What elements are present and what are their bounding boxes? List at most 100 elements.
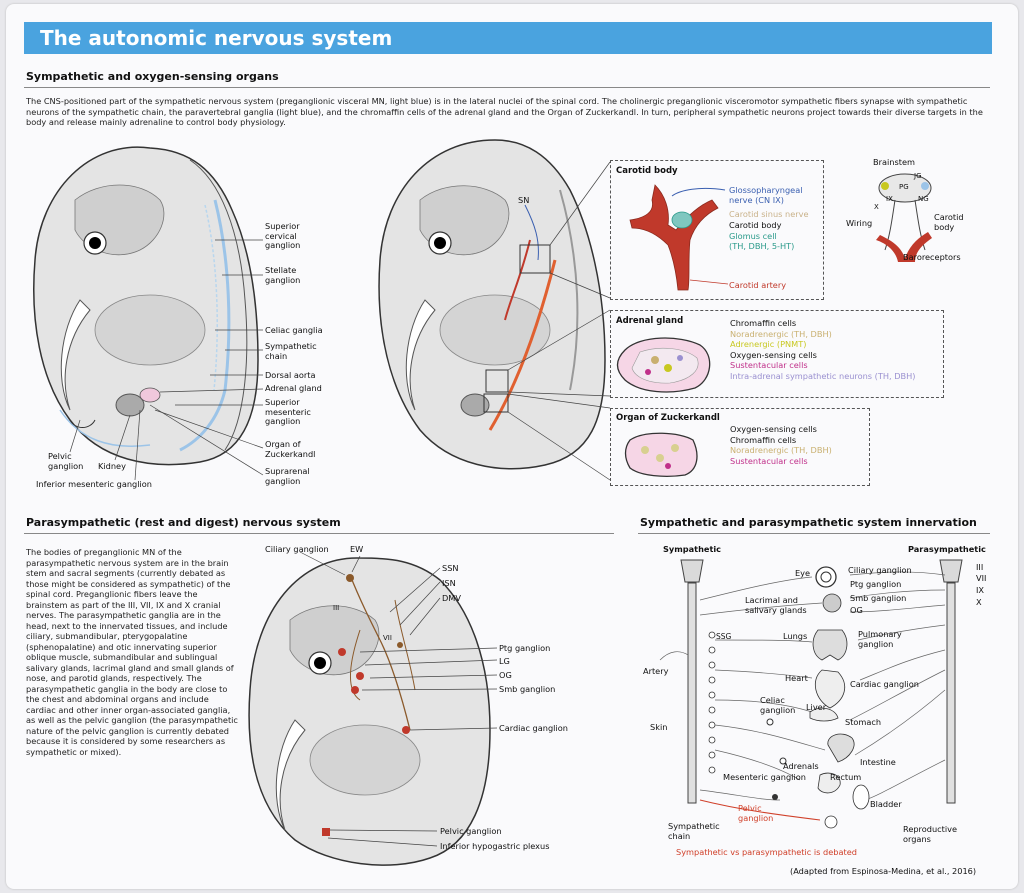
embryo-sympathetic	[33, 146, 259, 466]
zuck-noradrenergic: Noradrenergic (TH, DBH)	[730, 445, 832, 455]
label-ew: EW	[350, 544, 364, 554]
label-cranial-vii: VII	[976, 573, 987, 583]
adrenal-chromaffin: Chromaffin cells	[730, 318, 797, 328]
label-intestine: Intestine	[860, 757, 896, 767]
label-celiac-ganglia: Celiac ganglia	[265, 325, 323, 335]
label-celiac-ganglion-inn: Celiac ganglion	[760, 695, 796, 715]
embryo-parasympathetic	[248, 557, 491, 866]
credit-note: (Adapted from Espinosa-Medina, et al., 2…	[790, 866, 977, 876]
label-wiring: Wiring	[846, 218, 873, 228]
label-stomach: Stomach	[845, 717, 882, 727]
label-baroreceptors: Baroreceptors	[903, 252, 961, 262]
label-mesenteric-ganglion: Mesenteric ganglion	[723, 772, 806, 782]
carotid-artery-illustration	[629, 184, 726, 291]
label-adrenals: Adrenals	[783, 761, 819, 771]
label-og: OG	[499, 670, 512, 680]
label-pulmonary-ganglion: Pulmonary ganglion	[858, 629, 902, 649]
label-debated-note: Sympathetic vs parasympathetic is debate…	[676, 847, 857, 857]
adrenal-sustentacular: Sustentacular cells	[730, 360, 808, 370]
innervation-diagram	[659, 559, 963, 829]
label-ptg-ganglion: Ptg ganglion	[499, 643, 551, 653]
sympathetic-heading: Sympathetic and oxygen-sensing organs	[26, 70, 279, 83]
label-organ-zuckerkandl: Organ of Zuckerkandl	[265, 439, 316, 459]
zoom-lines	[507, 161, 611, 481]
parasympathetic-heading: Parasympathetic (rest and digest) nervou…	[26, 516, 341, 529]
label-skin: Skin	[650, 722, 668, 732]
label-ptg-ganglion-inn: Ptg ganglion	[850, 579, 902, 589]
label-ssg: SSG	[716, 632, 732, 641]
adrenal-adrenergic: Adrenergic (PNMT)	[730, 339, 807, 349]
zuck-sustentacular: Sustentacular cells	[730, 455, 808, 466]
zuckerkandl-title: Organ of Zuckerkandl	[616, 413, 720, 423]
brainstem-illustration	[876, 173, 932, 262]
adrenal-intra-adrenal: Intra-adrenal sympathetic neurons (TH, D…	[730, 370, 916, 381]
adrenal-gland-title: Adrenal gland	[616, 316, 684, 326]
section-divider	[638, 533, 990, 534]
label-artery: Artery	[643, 666, 669, 676]
label-bladder: Bladder	[870, 799, 902, 809]
label-pelvic-ganglion-inn: Pelvic ganglion	[738, 803, 774, 823]
label-pelvic-ganglion-para: Pelvic ganglion	[440, 826, 502, 836]
embryo-oxygen-sensing	[378, 139, 606, 470]
label-pg: PG	[899, 183, 909, 191]
label-sympathetic-chain: Sympathetic chain	[265, 341, 317, 361]
label-dorsal-aorta: Dorsal aorta	[265, 370, 316, 380]
label-heart: Heart	[785, 673, 808, 683]
label-brainstem: Brainstem	[873, 157, 915, 167]
label-lg: LG	[499, 656, 510, 666]
label-inferior-mesenteric-ganglion: Inferior mesenteric ganglion	[36, 479, 152, 489]
label-superior-cervical-ganglion: Superior cervical ganglion	[265, 221, 301, 250]
label-stellate-ganglion: Stellate ganglion	[265, 265, 301, 285]
label-iii: III	[333, 604, 340, 612]
label-sympathetic-chain-inn: Sympathetic chain	[668, 821, 720, 841]
label-sn: SN	[518, 195, 530, 205]
label-ciliary-ganglion: Ciliary ganglion	[265, 544, 329, 554]
label-carotid-body: Carotid body	[729, 220, 782, 230]
zuckerkandl-box	[610, 408, 870, 486]
label-pelvic-ganglion: Pelvic ganglion	[48, 451, 84, 471]
label-og-inn: OG	[850, 605, 863, 615]
label-sympathetic-column: Sympathetic	[663, 544, 722, 554]
section-divider	[24, 533, 614, 534]
label-isn: ISN	[442, 578, 456, 588]
label-cranial-x: X	[976, 597, 982, 607]
label-jg: JG	[914, 172, 922, 180]
label-ix: IX	[886, 195, 893, 203]
adrenal-legend: Chromaffin cells Noradrenergic (TH, DBH)…	[730, 318, 916, 381]
label-cardiac-ganglion-inn: Cardiac ganglion	[850, 679, 919, 689]
label-smb-ganglion-inn: Smb ganglion	[850, 593, 907, 603]
label-cranial-ix: IX	[976, 585, 985, 595]
adrenal-noradrenergic: Noradrenergic (TH, DBH)	[730, 328, 832, 339]
label-reproductive-organs: Reproductive organs	[903, 824, 958, 844]
adrenal-illustration	[616, 337, 711, 393]
carotid-body-box	[610, 160, 824, 300]
label-carotid-artery: Carotid artery	[729, 280, 787, 290]
label-ciliary-ganglion-inn: Ciliary ganglion	[848, 565, 912, 575]
label-cardiac-ganglion: Cardiac ganglion	[499, 723, 568, 733]
label-x: X	[874, 203, 879, 211]
label-ng: NG	[918, 195, 929, 203]
section-divider	[24, 87, 990, 88]
label-eye: Eye	[795, 568, 811, 578]
label-parasympathetic-column: Parasympathetic	[908, 544, 986, 554]
adrenal-gland-box	[610, 310, 944, 398]
label-superior-mesenteric-ganglion: Superior mesenteric ganglion	[265, 397, 311, 426]
label-inferior-hypogastric-plexus: Inferior hypogastric plexus	[440, 841, 550, 851]
label-carotid-sinus-nerve: Carotid sinus nerve	[729, 209, 809, 219]
label-rectum: Rectum	[830, 772, 862, 782]
label-lungs: Lungs	[783, 631, 808, 641]
innervation-heading: Sympathetic and parasympathetic system i…	[640, 516, 977, 529]
label-ssn: SSN	[442, 563, 459, 573]
label-cranial-iii: III	[976, 562, 984, 572]
page-title: The autonomic nervous system	[24, 22, 992, 54]
carotid-body-title: Carotid body	[616, 166, 678, 176]
label-glossopharyngeal-nerve: Glossopharyngeal nerve (CN IX)	[729, 185, 803, 205]
label-suprarenal-ganglion: Suprarenal ganglion	[265, 466, 310, 486]
label-smb-ganglion: Smb ganglion	[499, 684, 556, 694]
zuckerkandl-illustration	[624, 432, 698, 477]
parasympathetic-text: The bodies of preganglionic MN of the pa…	[26, 547, 238, 757]
label-glomus-cell: Glomus cell (TH, DBH, 5-HT)	[729, 231, 795, 251]
label-lacrimal-salivary: Lacrimal and salivary glands	[745, 595, 807, 615]
sympathetic-intro: The CNS-positioned part of the sympathet…	[26, 96, 983, 127]
label-kidney: Kidney	[98, 461, 126, 471]
